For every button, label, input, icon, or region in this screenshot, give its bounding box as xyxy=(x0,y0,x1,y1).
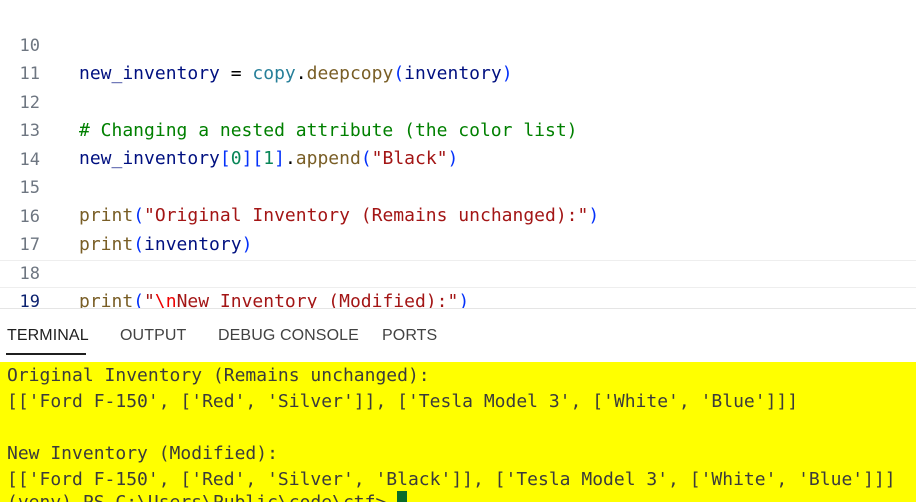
code-text[interactable]: # Changing a nested attribute (the color… xyxy=(79,117,578,145)
line-number: 15 xyxy=(19,178,40,198)
terminal-cursor xyxy=(397,491,408,502)
code-token: ) xyxy=(447,148,459,169)
line-number: 10 xyxy=(19,36,40,56)
code-token: new_inventory xyxy=(79,63,220,84)
code-token: ][ xyxy=(241,148,264,169)
line-number: 11 xyxy=(19,64,40,84)
code-line-15[interactable]: 15 print("Original Inventory (Remains un… xyxy=(0,146,916,226)
code-line-10[interactable]: 10 new_inventory = copy.deepcopy(invento… xyxy=(0,4,916,84)
code-line-18[interactable]: 18 print("\nNew Inventory (Modified):") xyxy=(0,232,916,312)
line-number: 16 xyxy=(19,207,40,227)
code-token: " xyxy=(144,291,155,312)
terminal-line: [['Ford F-150', ['Red', 'Silver']], ['Te… xyxy=(7,391,799,412)
line-number: 17 xyxy=(19,235,40,255)
code-token: ( xyxy=(133,291,145,312)
code-token: inventory xyxy=(144,234,242,255)
tab-ports[interactable]: PORTS xyxy=(382,327,438,344)
code-token: ) xyxy=(501,63,513,84)
line-number: 12 xyxy=(19,93,40,113)
code-token: New Inventory (Modified):" xyxy=(176,291,459,312)
code-token: [ xyxy=(219,148,231,169)
code-token: "Original Inventory (Remains unchanged):… xyxy=(144,205,589,226)
terminal-output[interactable]: Original Inventory (Remains unchanged): … xyxy=(0,362,916,502)
code-token: append xyxy=(295,148,361,169)
terminal-line: New Inventory (Modified): xyxy=(7,443,278,464)
line-number: 14 xyxy=(19,150,40,170)
terminal-line: [['Ford F-150', ['Red', 'Silver', 'Black… xyxy=(7,469,896,490)
code-token: ) xyxy=(458,291,470,312)
code-token: print xyxy=(79,205,134,226)
code-text[interactable]: print("Original Inventory (Remains uncha… xyxy=(79,202,599,230)
active-tab-indicator xyxy=(6,353,86,355)
line-number: 19 xyxy=(19,292,40,312)
code-token: ) xyxy=(241,234,253,255)
terminal-line: Original Inventory (Remains unchanged): xyxy=(7,365,430,386)
code-line-19-current[interactable]: 19 print(new_inventory) xyxy=(0,260,916,340)
code-editor[interactable]: 10 new_inventory = copy.deepcopy(invento… xyxy=(0,0,916,340)
line-number: 13 xyxy=(19,121,40,141)
code-token: inventory xyxy=(404,63,502,84)
terminal-prompt-line[interactable]: (venv) PS C:\Users\Public\code\ctf> xyxy=(7,490,408,502)
code-token: ( xyxy=(133,234,145,255)
line-number: 18 xyxy=(19,264,40,284)
tab-terminal[interactable]: TERMINAL xyxy=(7,327,89,344)
code-text[interactable]: new_inventory = copy.deepcopy(inventory) xyxy=(79,60,513,88)
code-token: # Changing a nested attribute (the color… xyxy=(79,120,578,141)
code-token: . xyxy=(295,63,307,84)
code-text[interactable]: print("\nNew Inventory (Modified):") xyxy=(79,288,469,316)
code-text[interactable]: new_inventory[0][1].append("Black") xyxy=(79,145,458,173)
tab-output[interactable]: OUTPUT xyxy=(120,327,187,344)
code-text[interactable]: print(inventory) xyxy=(79,231,252,259)
code-token: print xyxy=(79,291,134,312)
code-line-13[interactable]: 13 new_inventory[0][1].append("Black") xyxy=(0,89,916,169)
code-token: 1 xyxy=(263,148,275,169)
code-line-16[interactable]: 16 print(inventory) xyxy=(0,175,916,255)
code-token: . xyxy=(284,148,296,169)
code-token: copy xyxy=(252,63,296,84)
code-line-12[interactable]: 12 # Changing a nested attribute (the co… xyxy=(0,61,916,141)
code-token: ( xyxy=(133,205,145,226)
code-token: print xyxy=(79,234,134,255)
code-token: ] xyxy=(274,148,285,169)
code-token: "Black" xyxy=(371,148,448,169)
code-token: \n xyxy=(154,291,177,312)
code-token: ( xyxy=(393,63,405,84)
code-line-11[interactable]: 11 xyxy=(0,32,916,84)
code-token: 0 xyxy=(230,148,242,169)
panel-tab-bar: TERMINAL OUTPUT DEBUG CONSOLE PORTS xyxy=(0,308,916,361)
code-token: deepcopy xyxy=(306,63,394,84)
terminal-prompt: (venv) PS C:\Users\Public\code\ctf> xyxy=(7,492,397,502)
code-line-14[interactable]: 14 xyxy=(0,118,916,170)
code-line-17[interactable]: 17 xyxy=(0,203,916,255)
code-token: new_inventory xyxy=(79,148,220,169)
code-token: ( xyxy=(360,148,372,169)
code-token: = xyxy=(219,63,253,84)
tab-debug-console[interactable]: DEBUG CONSOLE xyxy=(218,327,359,344)
code-token: ) xyxy=(588,205,600,226)
